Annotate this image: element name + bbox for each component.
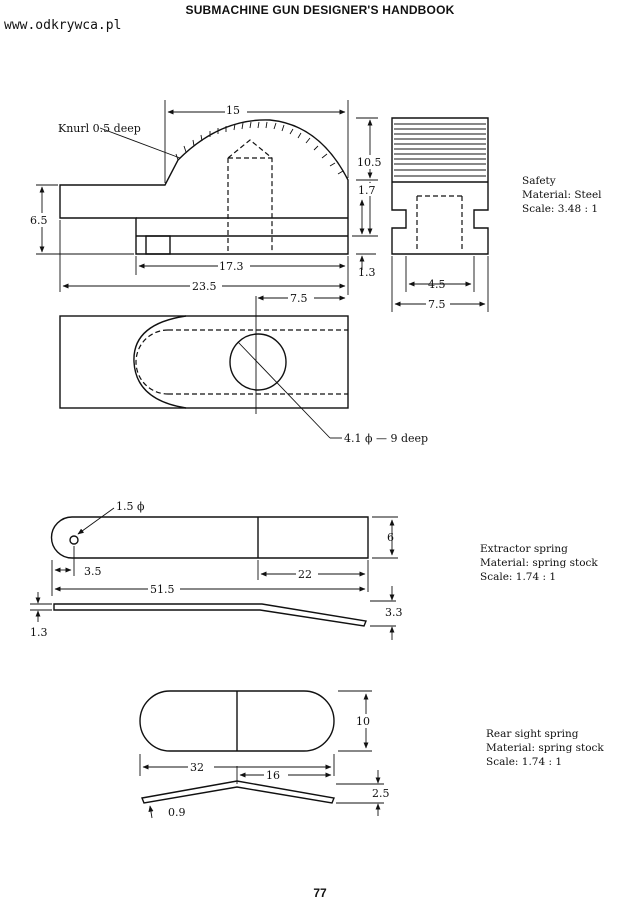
safety-caption-material: Material: Steel [522, 189, 602, 201]
rear-sight-caption-title: Rear sight spring [486, 728, 579, 740]
page-number: 77 [313, 886, 327, 900]
dim-10: 10 [356, 715, 370, 728]
dim-22: 22 [298, 568, 312, 581]
rear-sight-spring-drawing [139, 690, 384, 819]
dim-7-5-top: 7.5 [290, 292, 308, 305]
dim-7-5-end: 7.5 [428, 298, 446, 311]
dim-23-5: 23.5 [192, 280, 217, 293]
rear-sight-caption-material: Material: spring stock [486, 742, 604, 754]
safety-caption: Safety Material: Steel Scale: 3.48 : 1 [522, 174, 602, 216]
extractor-caption-scale: Scale: 1.74 : 1 [480, 571, 557, 583]
dim-6: 6 [387, 531, 394, 544]
dim-0-9: 0.9 [168, 806, 186, 819]
rear-sight-caption-scale: Scale: 1.74 : 1 [486, 756, 563, 768]
dim-10-5: 10.5 [357, 156, 382, 169]
safety-side-view [30, 100, 383, 295]
dim-6-5: 6.5 [30, 214, 48, 227]
dim-51-5: 51.5 [150, 583, 175, 596]
safety-top-view [59, 292, 349, 439]
dim-1-3-safety: 1.3 [358, 266, 376, 279]
dim-1-3-extractor: 1.3 [30, 626, 48, 639]
dim-3-3: 3.3 [385, 606, 403, 619]
dim-1-5-dia: 1.5 ϕ [116, 500, 145, 513]
knurl-note: Knurl 0.5 deep [58, 122, 141, 135]
extractor-spring-drawing [30, 507, 398, 640]
extractor-caption-title: Extractor spring [480, 543, 568, 555]
dim-2-5: 2.5 [372, 787, 390, 800]
safety-caption-scale: Scale: 3.48 : 1 [522, 203, 599, 215]
extractor-caption-material: Material: spring stock [480, 557, 598, 569]
hole-note: 4.1 ϕ — 9 deep [344, 432, 428, 445]
watermark-url: www.odkrywca.pl [4, 18, 122, 33]
dim-16: 16 [266, 769, 280, 782]
rear-sight-caption: Rear sight spring Material: spring stock… [486, 727, 604, 769]
dim-32: 32 [190, 761, 204, 774]
dim-17-3: 17.3 [219, 260, 244, 273]
safety-caption-title: Safety [522, 175, 556, 187]
book-title: SUBMACHINE GUN DESIGNER'S HANDBOOK [185, 3, 455, 17]
extractor-caption: Extractor spring Material: spring stock … [480, 542, 598, 584]
safety-end-view [391, 117, 489, 312]
dim-15: 15 [226, 104, 240, 117]
dim-4-5: 4.5 [428, 278, 446, 291]
dim-3-5: 3.5 [84, 565, 102, 578]
dim-1-7: 1.7 [358, 184, 376, 197]
